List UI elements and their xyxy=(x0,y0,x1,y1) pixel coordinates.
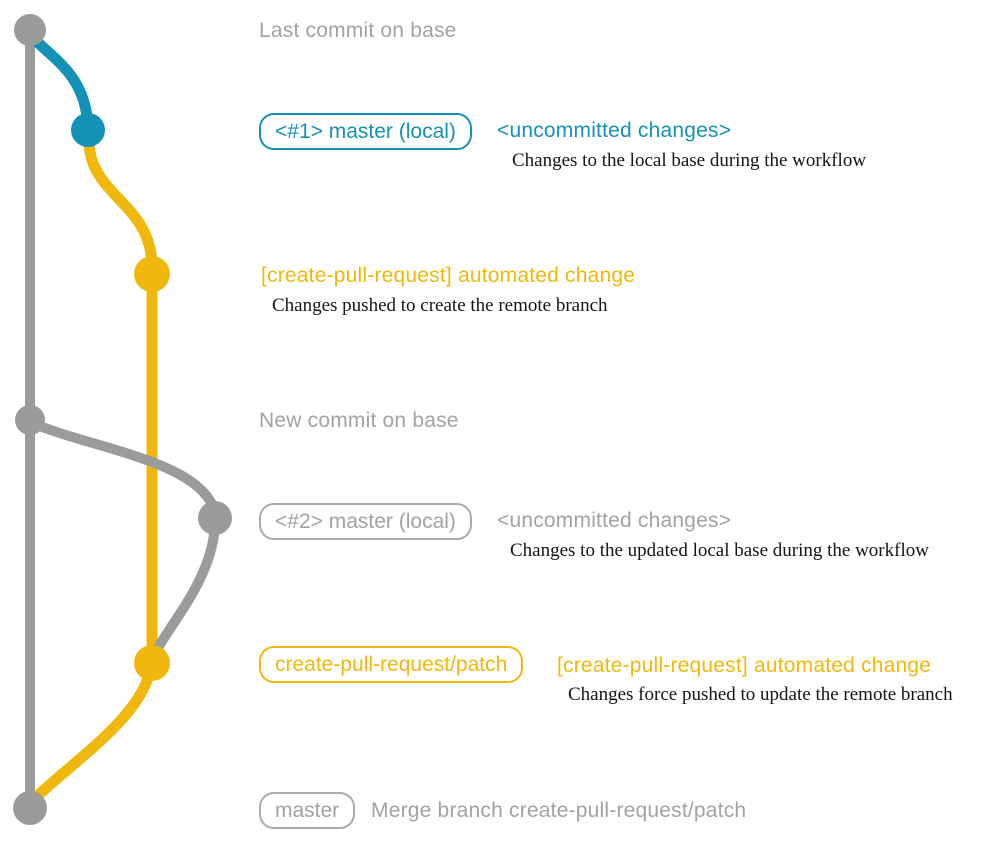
commit-title-uncommitted-changes-2: <uncommitted changes> xyxy=(497,509,732,532)
branch-badge-master-local-2: <#2> master (local) xyxy=(259,503,472,540)
commit-node-base-new xyxy=(15,405,45,435)
edge-local-master-1-to-patch-1 xyxy=(83,138,158,270)
edge-local-master-2-to-patch-2 xyxy=(148,521,220,662)
commit-node-base-head xyxy=(14,14,46,46)
commit-node-local-master-1 xyxy=(71,113,105,147)
commit-description-2: Changes pushed to create the remote bran… xyxy=(272,295,608,316)
commit-node-merge xyxy=(13,791,47,825)
commit-node-patch-1 xyxy=(134,256,170,292)
branch-badge-master-local-1: <#1> master (local) xyxy=(259,113,472,150)
commit-title-automated-change-2: [create-pull-request] automated change xyxy=(557,654,932,677)
commit-title-uncommitted-changes-1: <uncommitted changes> xyxy=(497,119,732,142)
commit-node-patch-2 xyxy=(134,645,170,681)
edge-patch-2-to-merge xyxy=(26,663,156,807)
commit-description-4: Changes force pushed to update the remot… xyxy=(568,684,953,705)
branch-badge-create-pull-request-patch: create-pull-request/patch xyxy=(259,646,524,683)
commit-description-3: Changes to the updated local base during… xyxy=(510,540,929,561)
commit-title-automated-change-1: [create-pull-request] automated change xyxy=(261,264,636,287)
label-new-commit-on-base: New commit on base xyxy=(259,409,459,432)
label-last-commit-on-base: Last commit on base xyxy=(259,19,457,42)
edge-base-to-local-master-2 xyxy=(27,418,219,514)
branch-badge-master: master xyxy=(259,792,356,829)
commit-title-merge-branch: Merge branch create-pull-request/patch xyxy=(371,799,747,822)
commit-node-local-master-2 xyxy=(198,501,232,535)
edge-base-to-local-master-1 xyxy=(25,30,93,122)
commit-description-1: Changes to the local base during the wor… xyxy=(512,150,867,171)
